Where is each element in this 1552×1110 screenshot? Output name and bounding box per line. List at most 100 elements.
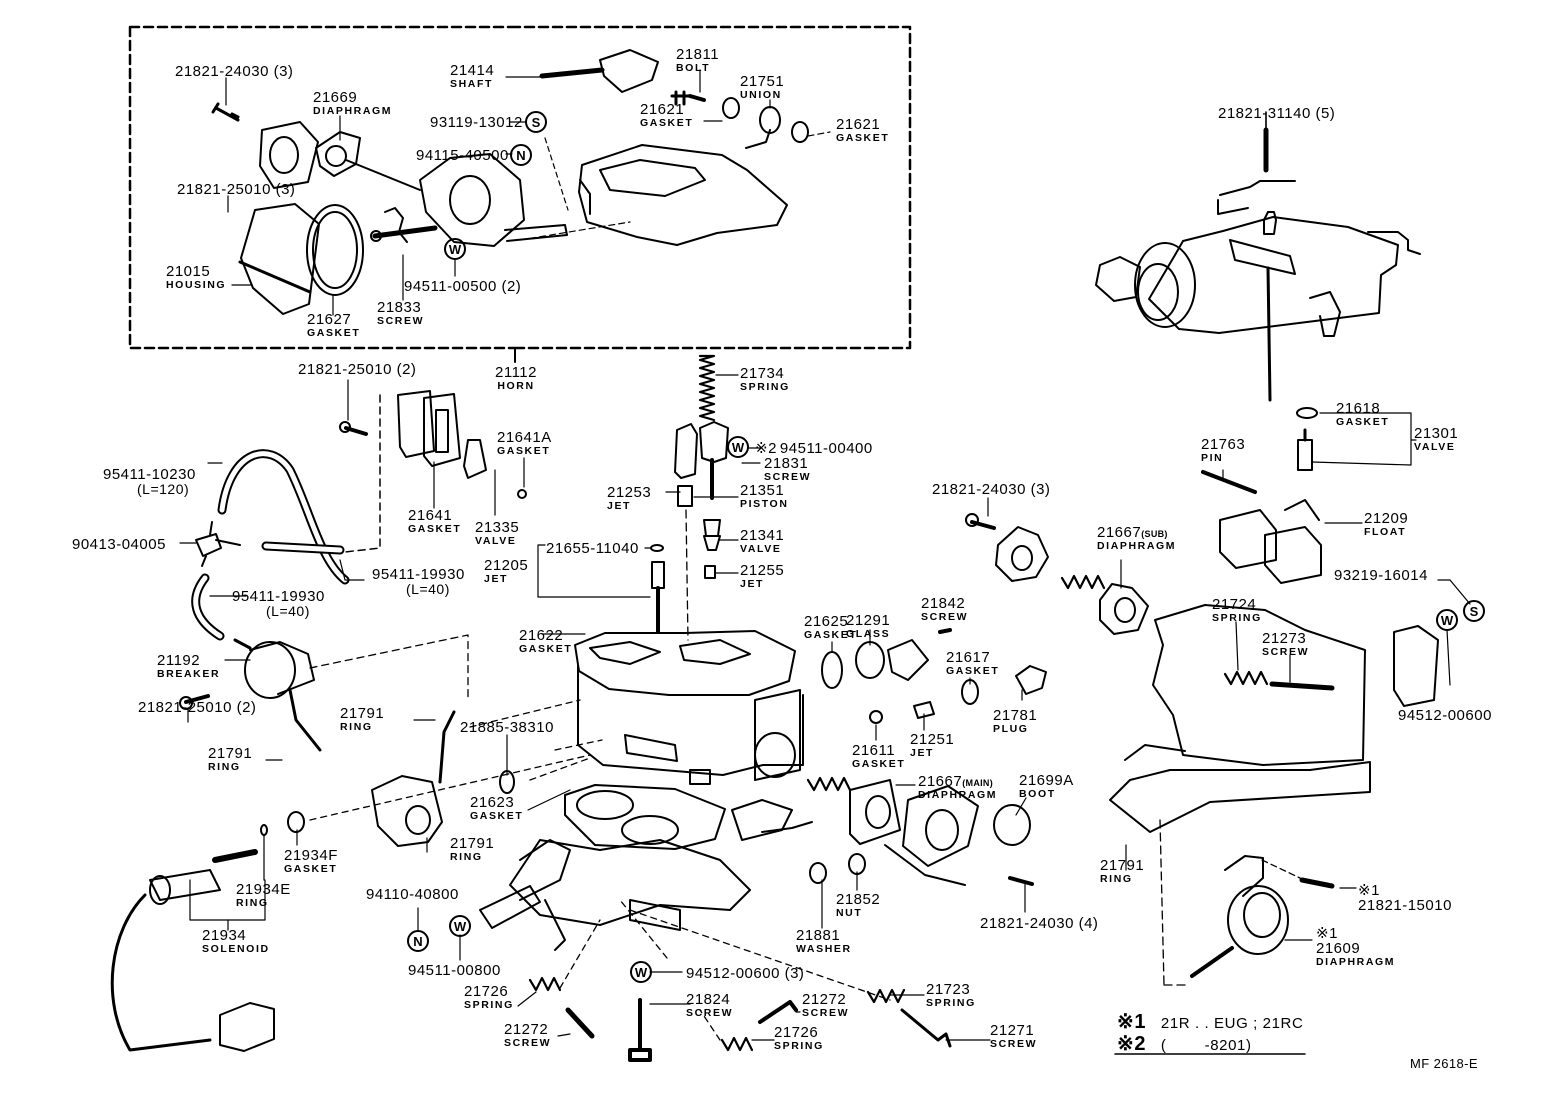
- gasket-21934f-part: [287, 811, 305, 833]
- part-number: 21885-38310: [460, 719, 554, 736]
- part-name: WASHER: [796, 943, 852, 955]
- part-number: 21824: [686, 991, 731, 1008]
- part-name: SHAFT: [450, 78, 493, 90]
- jet-21253-part: [677, 485, 693, 507]
- part-number: 21625: [804, 613, 849, 630]
- spring-main-diaphragm-part: [806, 776, 852, 792]
- float-bowl-housing-part: [1109, 604, 1371, 833]
- part-number: 95411-10230: [103, 466, 196, 483]
- part-label-93219-16014: 93219-16014: [1334, 568, 1428, 583]
- part-name: RING: [236, 897, 269, 909]
- air-horn-assembly-part: [1095, 180, 1421, 402]
- part-name: NUT: [836, 907, 863, 919]
- part-number: 21821-25010 (2): [298, 361, 417, 378]
- choke-body-part: [419, 153, 568, 247]
- part-name: DIAPHRAGM: [1316, 956, 1396, 968]
- legend-text-2: ( -8201): [1160, 1037, 1252, 1054]
- part-label-21821-31140: 21821-31140 (5): [1218, 106, 1335, 121]
- part-label-94110-40800: 94110-40800: [366, 887, 459, 902]
- marker-s-93119: S: [525, 111, 547, 133]
- breaker-21192-part: [233, 638, 322, 752]
- part-name: GASKET: [836, 132, 890, 144]
- part-number: 21205: [484, 557, 529, 574]
- part-name: GASKET: [1336, 416, 1390, 428]
- washer-21881-part: [809, 862, 827, 884]
- legend-mark-2: ※2: [1117, 1033, 1147, 1055]
- marker-w-94511-00400: W: [727, 436, 749, 458]
- part-number: 21655-11040: [546, 540, 639, 557]
- part-label-21821-24030: 21821-24030 (3): [175, 64, 293, 79]
- part-name: GASKET: [497, 445, 551, 457]
- glass-21291-part: [855, 641, 885, 679]
- part-number: 21934: [202, 927, 247, 944]
- part-name: BOLT: [676, 62, 711, 74]
- part-number: 21734: [740, 365, 785, 382]
- part-name: JET: [484, 573, 509, 585]
- part-name: GASKET: [946, 665, 1000, 677]
- part-label-95411-10230: 95411-10230(L=120): [103, 467, 196, 496]
- diaphragm-housing-part: [884, 785, 979, 886]
- part-name: GASKET: [307, 327, 361, 339]
- part-number: 21669: [313, 89, 358, 106]
- part-name: SPRING: [774, 1040, 824, 1052]
- part-number: 21726: [464, 983, 509, 1000]
- part-name: UNION: [740, 89, 782, 101]
- part-label-21821-25010: 21821-25010 (2): [138, 700, 256, 715]
- part-number: 21341: [740, 527, 785, 544]
- part-name: GASKET: [408, 523, 462, 535]
- solenoid-21934-part: [110, 849, 275, 1052]
- part-number: 94512-00600: [1398, 707, 1492, 724]
- part-number: 21622: [519, 627, 564, 644]
- horn-group-boundary: [128, 25, 912, 350]
- part-note: ※1: [1358, 882, 1380, 899]
- part-number: 93219-16014: [1334, 567, 1428, 584]
- part-number: 21763: [1201, 436, 1246, 453]
- part-label-21821-25010: 21821-25010 (3): [177, 182, 295, 197]
- screw-21821-25010-lower-part: [179, 694, 210, 710]
- diaphragm-21609-part: [1190, 855, 1289, 978]
- carburetor-top-cover-part: [578, 144, 788, 246]
- part-name: (L=120): [137, 481, 190, 497]
- legend-text-1: 21R . . EUG ; 21RC: [1160, 1015, 1304, 1032]
- gasket-21627-part: [306, 204, 364, 296]
- part-number: 21667(SUB): [1097, 524, 1168, 541]
- part-number: 21724: [1212, 596, 1257, 613]
- part-number: 21351: [740, 482, 785, 499]
- screw-21272-right-part: [758, 1000, 798, 1024]
- part-number: 21934E: [236, 881, 291, 898]
- marker-w-94511-00500: W: [444, 238, 466, 260]
- part-number: 21301: [1414, 425, 1459, 442]
- part-number: 21934F: [284, 847, 338, 864]
- part-label-93119-13012: 93119-13012: [430, 115, 523, 130]
- part-label-90413-04005: 90413-04005: [72, 537, 166, 552]
- part-number: 21699A: [1019, 772, 1074, 789]
- part-name: GASKET: [519, 643, 573, 655]
- drawing-id: MF 2618-E: [1410, 1056, 1478, 1071]
- part-number: 21833: [377, 299, 422, 316]
- part-number: 21112: [495, 364, 537, 381]
- part-name: HORN: [497, 380, 535, 392]
- part-number: 21253: [607, 484, 652, 501]
- part-number: 21842: [921, 595, 966, 612]
- part-label-21821-24030: 21821-24030 (3): [932, 482, 1050, 497]
- part-name: SPRING: [1212, 612, 1262, 624]
- part-label-94512-00600: 94512-00600: [1398, 708, 1492, 723]
- horn-label: 21112 HORN: [488, 365, 544, 392]
